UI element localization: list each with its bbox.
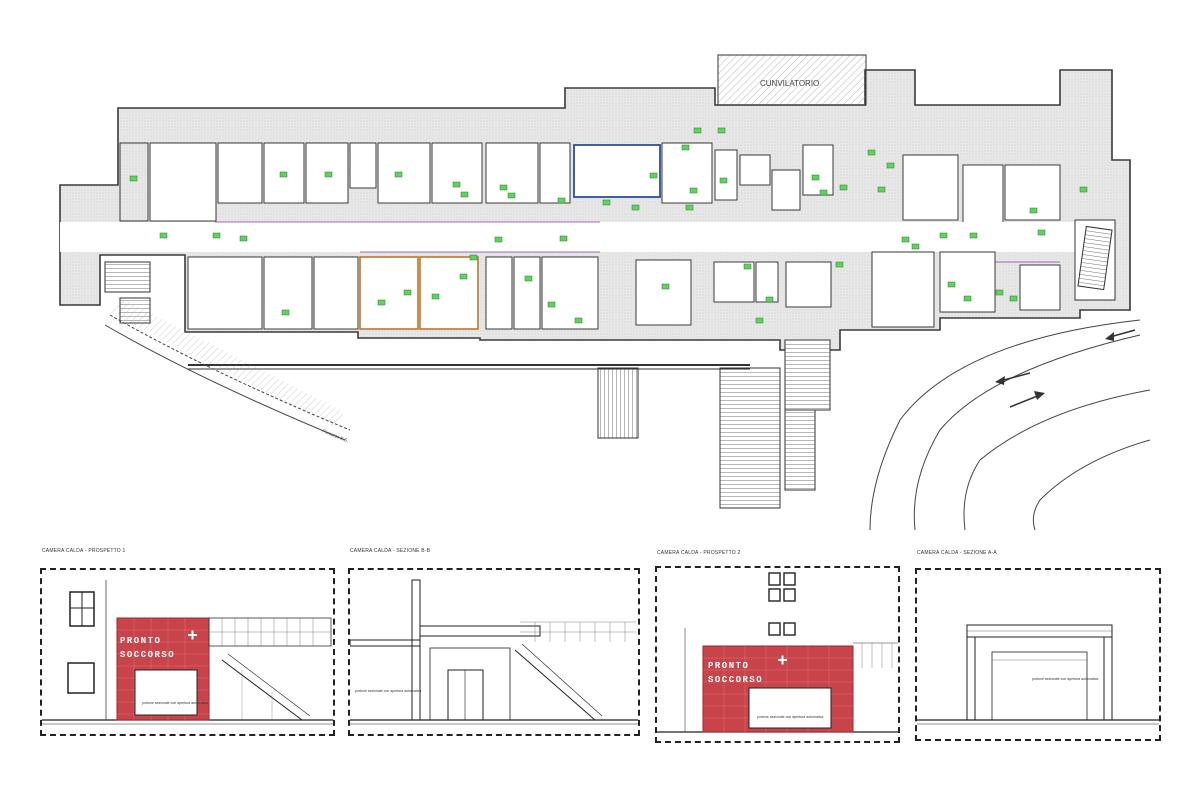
panel-frame: PRONTO SOCCORSO portone sezionale con ap… [655,566,900,743]
plus-icon [188,630,197,640]
ramp [719,367,781,509]
plus-icon [778,655,787,665]
door-note: portone sezionale con apertura automatic… [142,701,208,705]
sign-line-2: SOCCORSO [708,675,763,685]
floor-plan: CUNVILATORIO [59,54,1151,530]
stairs-center [784,339,831,411]
corridor [60,222,1080,252]
panel-prospetto-1: CAMERA CALDA - PROSPETTO 1 PRONTO SOCCOR… [40,548,335,738]
sign-line-1: PRONTO [708,661,749,671]
arrow-right-icon [1009,394,1041,408]
access-path [104,324,346,441]
stairs-south [597,367,639,439]
panel-frame: portone sezionale con apertura automatic… [915,568,1161,741]
direction-arrows [995,329,1136,408]
arrow-left-icon [999,372,1031,382]
rooms-upper [119,142,1061,226]
panel-frame: portone sezionale con apertura automatic… [348,568,640,736]
equipment-markers [129,127,1088,324]
panel-title: CAMERA CALDA - PROSPETTO 2 [657,550,741,556]
hatched-block [717,54,867,106]
arrow-left-head-icon [995,376,1005,385]
panel-prospetto-2: CAMERA CALDA - PROSPETTO 2 PRONTO SOCCOR… [655,548,900,745]
panel-title: CAMERA CALDA - SEZIONE A-A [917,550,997,556]
block-label: CUNVILATORIO [760,79,819,88]
panel-title: CAMERA CALDA - SEZIONE B-B [350,548,431,554]
stairs-left [104,261,151,293]
door-note: portone sezionale con apertura automatic… [757,715,823,719]
arrow-right-head-icon [1034,391,1045,400]
panel-title: CAMERA CALDA - PROSPETTO 1 [42,548,126,554]
rooms-lower [187,251,1061,330]
roads [869,319,1151,530]
section-note: portone sezionale con apertura automatic… [1032,677,1098,681]
panel-sezione-b-b: CAMERA CALDA - SEZIONE B-B portone sezio… [348,548,640,738]
panel-frame: PRONTO SOCCORSO portone sezionale con ap… [40,568,335,736]
path-label: Percorso E.S. [322,428,350,443]
section-note: portone sezionale con apertura automatic… [355,689,421,693]
sign-line-2: SOCCORSO [120,650,175,660]
sign-line-1: PRONTO [120,636,161,646]
panel-sezione-a-a: CAMERA CALDA - SEZIONE A-A portone sezio… [915,548,1161,743]
